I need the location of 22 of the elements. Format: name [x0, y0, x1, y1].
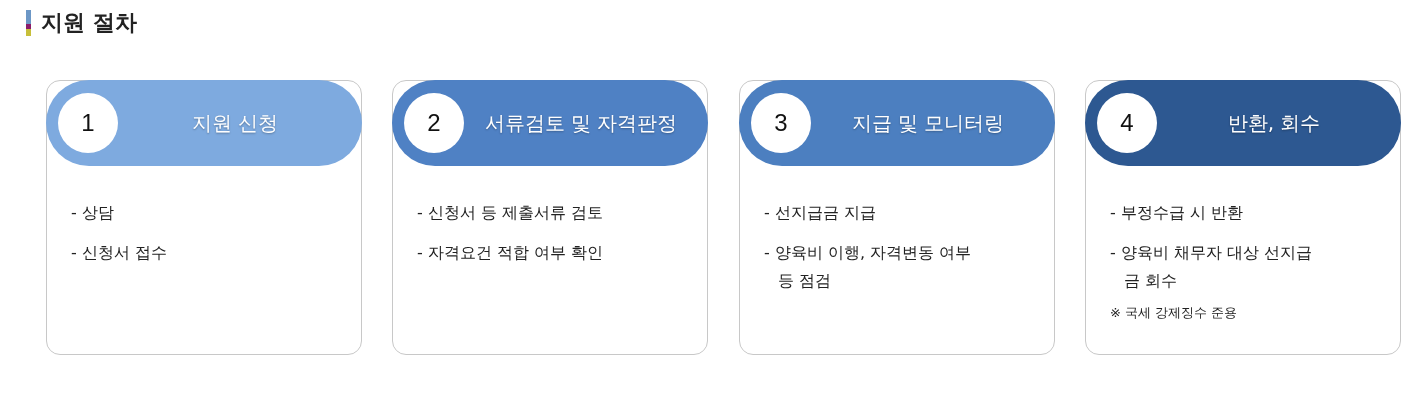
step-heading: 지원 신청	[190, 109, 280, 137]
step-card	[739, 80, 1055, 355]
step-number: 1	[58, 93, 118, 153]
step-item: - 상담	[71, 202, 115, 224]
step-item: - 신청서 등 제출서류 검토	[417, 202, 605, 224]
step-item: - 양육비 채무자 대상 선지급금 회수	[1110, 242, 1314, 292]
step-item: - 선지급금 지급	[764, 202, 877, 224]
step-card	[1085, 80, 1401, 355]
step-card	[392, 80, 708, 355]
step-heading: 서류검토 및 자격판정	[483, 109, 679, 137]
step-item: - 자격요건 적합 여부 확인	[417, 242, 605, 264]
step-card	[46, 80, 362, 355]
step-item: - 부정수급 시 반환	[1110, 202, 1245, 224]
step-number: 4	[1097, 93, 1157, 153]
step-heading: 반환, 회수	[1226, 109, 1322, 137]
step-number: 2	[404, 93, 464, 153]
step-item: - 신청서 접수	[71, 242, 168, 264]
step-item: - 양육비 이행, 자격변동 여부 등 점검	[764, 242, 973, 292]
section-title: 지원 절차	[41, 9, 137, 37]
note-text: ※ 국세 강제징수 준용	[1110, 304, 1239, 322]
step-number: 3	[751, 93, 811, 153]
step-heading: 지급 및 모니터링	[850, 109, 1006, 137]
